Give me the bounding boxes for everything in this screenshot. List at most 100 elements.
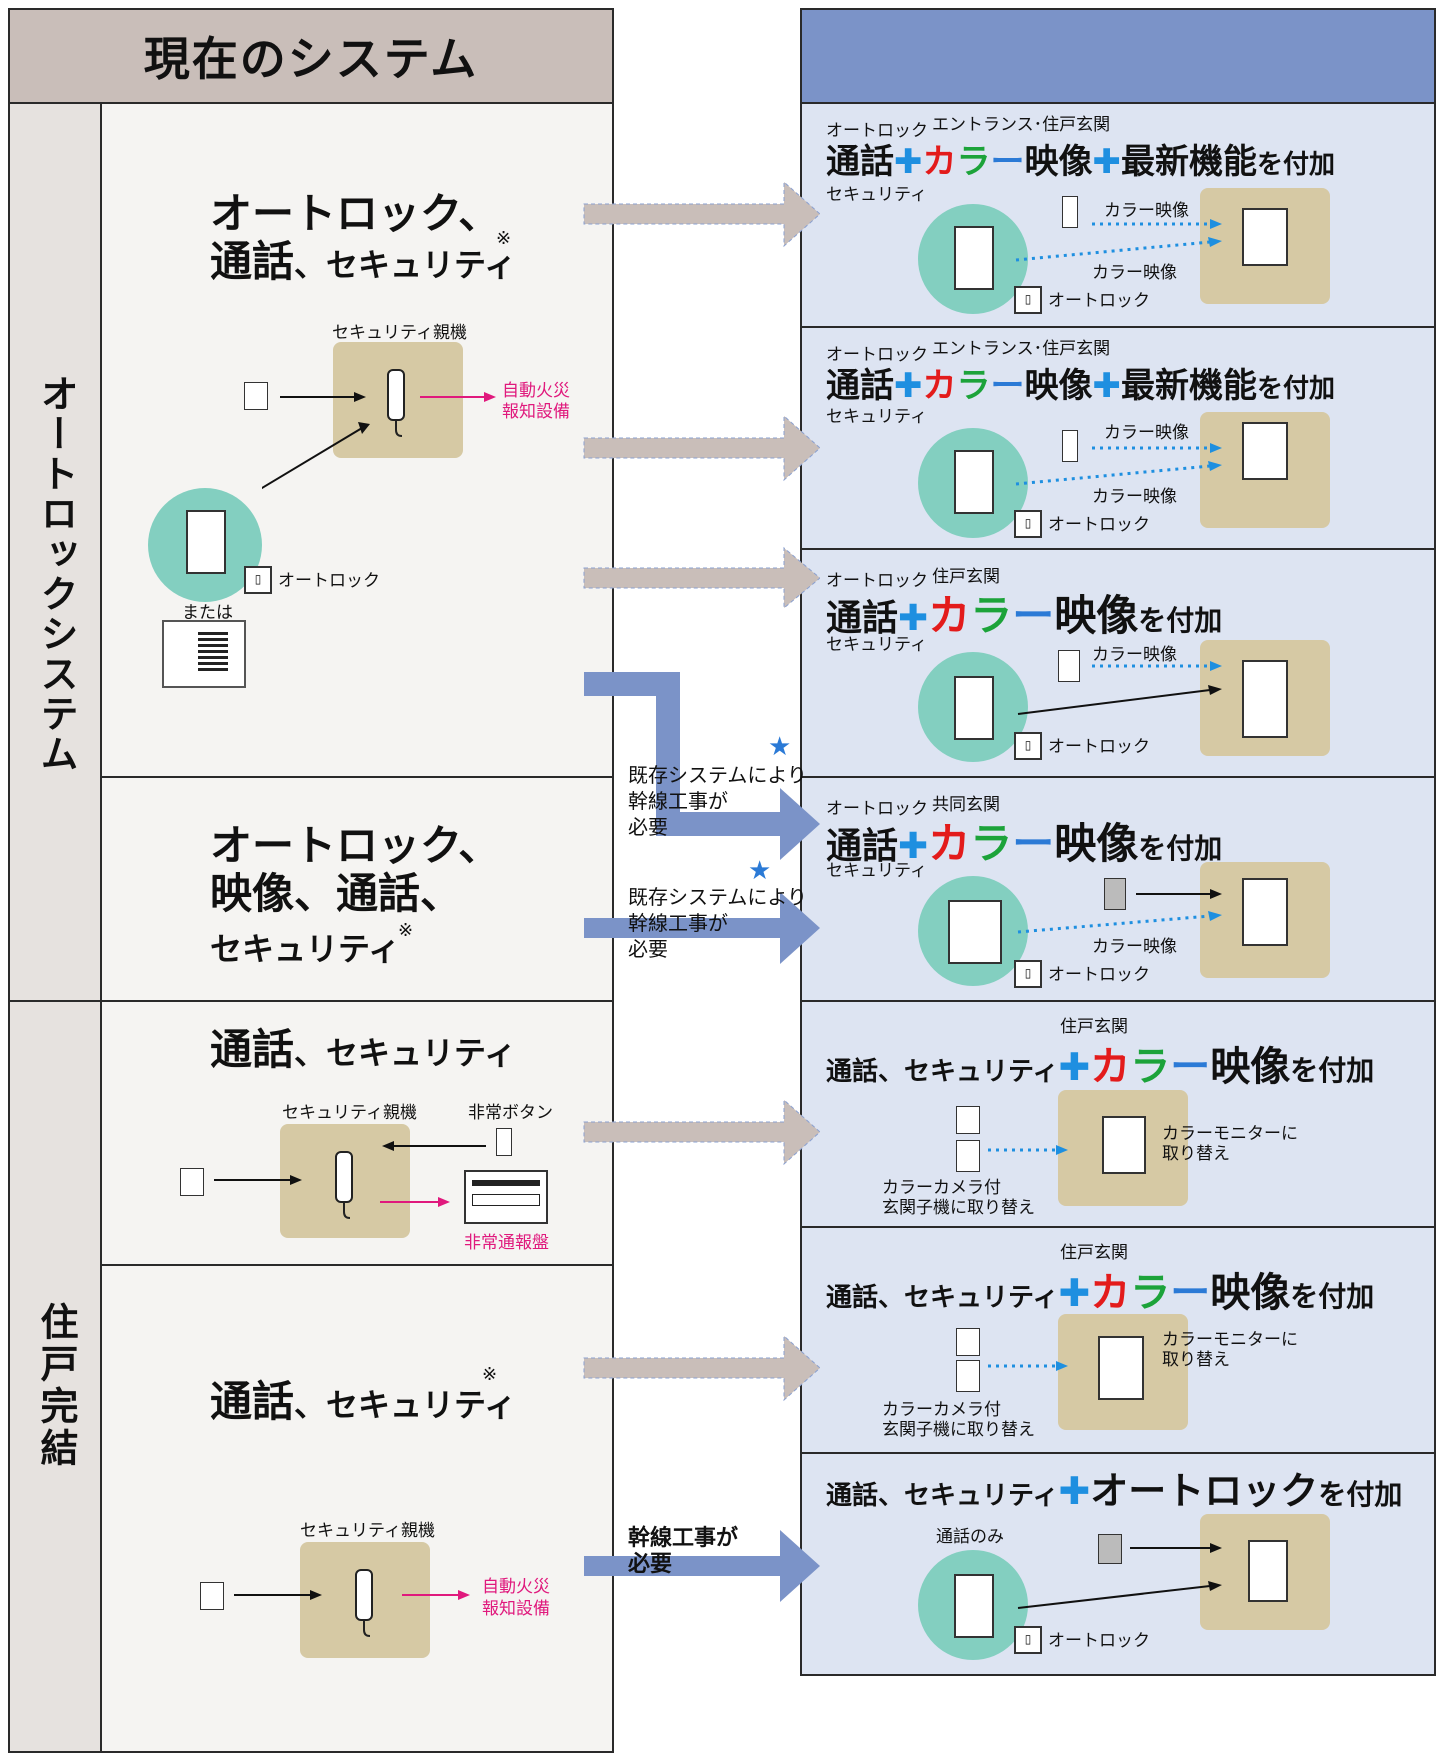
grey-arrow-2 — [583, 414, 820, 482]
r6-title: 通話、セキュリティ✚カラー映像を付加 — [826, 1260, 1374, 1318]
r6-fuka: を付加 — [1290, 1280, 1375, 1313]
autolock-door-icon: ▯ — [244, 566, 272, 594]
r3-autolock: オートロック — [1048, 737, 1150, 757]
r2-title: 通話✚カラー映像✚最新機能を付加 — [826, 358, 1335, 407]
autolock-door-icon: ▯ — [1014, 510, 1042, 538]
r6-monitor-note: カラーモニターに 取り替え — [1162, 1330, 1298, 1370]
star-icon-2: ★ — [748, 856, 772, 886]
left-r4-security: 、セキュリティ — [294, 1386, 517, 1424]
r7-fuka: を付加 — [1318, 1478, 1403, 1511]
r5-ra: ラ — [1130, 1044, 1171, 1090]
left-r1-title-line2: 通話、セキュリティ — [210, 238, 516, 286]
r2-ra: ラ — [956, 366, 991, 406]
current-system-title: 現在のシステム — [143, 32, 479, 86]
r2-saishin: 最新機能 — [1121, 366, 1257, 406]
mid-note-2: 既存システムにより 幹線工事が 必要 — [628, 884, 807, 962]
plus-icon: ✚ — [1092, 366, 1122, 406]
r5-ka: カ — [1090, 1044, 1131, 1090]
monitor-icon — [1098, 1336, 1144, 1400]
left-r4-master-label: セキュリティ親機 — [300, 1521, 435, 1541]
left-r3-tsuwa: 通話 — [210, 1025, 295, 1074]
left-r2-note: ※ — [398, 920, 414, 941]
left-r3-lines — [214, 1141, 486, 1207]
mid-note-2-line2: 幹線工事が — [628, 911, 728, 935]
left-r4-lines — [234, 1590, 470, 1600]
r6-eizo: 映像 — [1210, 1270, 1291, 1316]
entrance-panel-icon — [948, 900, 1002, 964]
r5-monitor-note-1: カラーモニターに — [1162, 1124, 1298, 1144]
r3-fuka: を付加 — [1138, 604, 1223, 637]
r4-lines — [1017, 889, 1222, 934]
r4-security: セキュリティ — [826, 861, 927, 881]
left-r3-title: 通話、セキュリティ — [210, 1026, 516, 1074]
r4-autolock-small: オートロック — [826, 799, 928, 819]
handset-icon — [387, 369, 405, 437]
left-r1-fire-1: 自動火災 — [502, 381, 570, 401]
r3-lines — [1017, 661, 1222, 715]
left-r1-master-label: セキュリティ親機 — [332, 323, 467, 343]
grey-arrow-3 — [583, 546, 820, 610]
right-row-1 — [800, 102, 1436, 328]
r4-tsuwa: 通話 — [826, 826, 899, 867]
door-camera-icon — [1062, 196, 1078, 228]
mid-note-1: 既存システムにより 幹線工事が 必要 — [628, 762, 807, 840]
r1-eizo: 映像 — [1024, 142, 1093, 182]
r1-fuka: を付加 — [1257, 150, 1336, 180]
r3-ka: カ — [928, 591, 971, 640]
plus-icon: ✚ — [898, 826, 929, 867]
r7-autolock-big: オートロック — [1090, 1469, 1319, 1513]
current-system-header: 現在のシステム — [8, 8, 614, 104]
entrance-panel-icon — [954, 1574, 994, 1638]
r3-color-video: カラー映像 — [1092, 645, 1177, 665]
right-row-7 — [800, 1452, 1436, 1676]
r4-eizo: 映像 — [1054, 819, 1139, 868]
r5-tsuwa-security: 通話、セキュリティ — [826, 1057, 1059, 1087]
left-r4-tsuwa: 通話 — [210, 1377, 295, 1426]
r4-dash: ー — [1012, 819, 1055, 868]
collective-panel-icon — [162, 620, 246, 688]
r4-fuka: を付加 — [1138, 832, 1223, 865]
left-r1-note: ※ — [496, 228, 512, 249]
entrance-panel-icon — [954, 450, 994, 514]
r6-monitor-note-1: カラーモニターに — [1162, 1330, 1298, 1350]
r7-autolock: オートロック — [1048, 1631, 1150, 1651]
r1-ra: ラ — [956, 142, 991, 182]
r4-ka: カ — [928, 819, 971, 868]
left-r4-fire-2: 報知設備 — [482, 1599, 550, 1619]
mid-note-3-line2: 必要 — [628, 1552, 673, 1577]
autolock-door-icon: ▯ — [1014, 732, 1042, 760]
door-station-icon — [244, 382, 268, 410]
door-camera-icon — [1058, 650, 1080, 682]
r2-autolock-small: オートロック — [826, 345, 928, 365]
r3-dash: ー — [1012, 591, 1055, 640]
r2-entrance-label: エントランス･住戸玄関 — [932, 339, 1111, 359]
blue-arrow-2 — [584, 892, 820, 964]
r3-title: 通話✚カラー映像を付加 — [826, 582, 1222, 643]
r1-saishin: 最新機能 — [1121, 142, 1257, 182]
door-station-icon — [956, 1106, 980, 1134]
r1-color-video-2: カラー映像 — [1092, 263, 1177, 283]
emergency-panel-icon — [464, 1170, 548, 1224]
left-r1-security: 、セキュリティ — [294, 246, 517, 284]
r1-color-video-1: カラー映像 — [1104, 201, 1189, 221]
r4-kyodo-label: 共同玄関 — [932, 795, 1000, 815]
new-system-header — [800, 8, 1436, 104]
left-r4-title: 通話、セキュリティ — [210, 1378, 516, 1426]
mid-note-2-line3: 必要 — [628, 937, 668, 961]
r2-lines — [1015, 443, 1222, 486]
r1-lines — [1015, 219, 1222, 262]
r6-tsuwa-security: 通話、セキュリティ — [826, 1283, 1059, 1313]
left-r2-title-line3: セキュリティ — [210, 930, 401, 968]
mid-note-1-line1: 既存システムにより — [628, 763, 807, 787]
left-r3-security: 、セキュリティ — [294, 1034, 517, 1072]
plus-icon: ✚ — [894, 142, 923, 182]
r6-camera-note: カラーカメラ付 玄関子機に取り替え — [882, 1400, 1035, 1440]
door-station-icon — [956, 1328, 980, 1356]
plus-icon: ✚ — [898, 598, 929, 639]
door-camera-icon — [1062, 430, 1078, 462]
r6-monitor-note-2: 取り替え — [1162, 1350, 1230, 1370]
r3-security: セキュリティ — [826, 635, 927, 655]
left-r3-panel-label: 非常通報盤 — [464, 1233, 549, 1253]
transition-arrows — [583, 180, 820, 1602]
r6-camera-note-1: カラーカメラ付 — [882, 1400, 1001, 1420]
